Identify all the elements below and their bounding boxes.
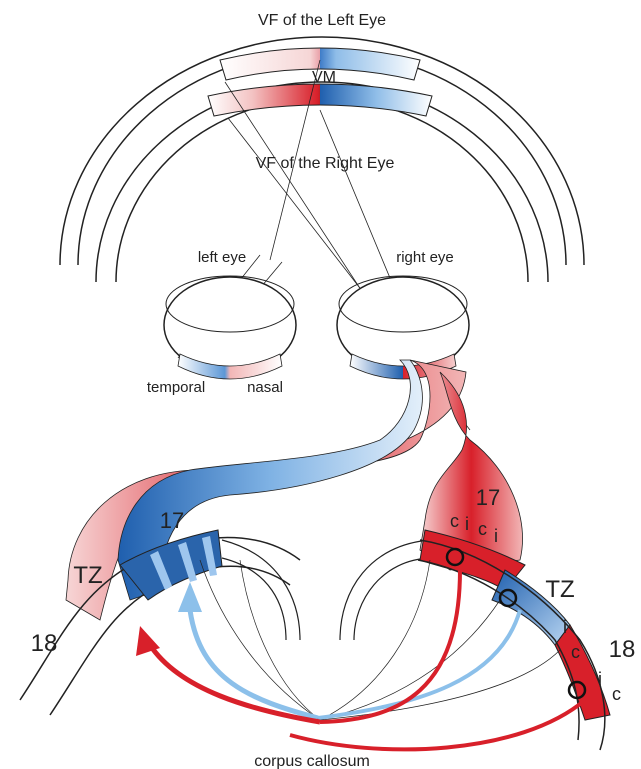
- col-letter-c2: c: [478, 519, 487, 539]
- left-eye-label: left eye: [198, 249, 246, 266]
- vf-left-eye-label: VF of the Left Eye: [258, 12, 386, 29]
- left-eye: [164, 276, 296, 379]
- col-letter-c1: c: [450, 511, 459, 531]
- area-17-left-label: 17: [160, 508, 184, 533]
- temporal-label: temporal: [147, 379, 205, 396]
- vf-right-outer-arc: [96, 82, 548, 282]
- col-letter-i3: i: [563, 617, 567, 637]
- vf-right-inner-arc: [116, 98, 528, 282]
- right-eye-label: right eye: [396, 249, 454, 266]
- left-cortex: [20, 530, 300, 715]
- red-callosal-from-18: [290, 700, 585, 749]
- right-cortex: [340, 530, 610, 750]
- col-letter-i4: i: [598, 669, 602, 689]
- blue-callosal-return: [318, 610, 520, 718]
- area-18-left-label: 18: [31, 630, 58, 657]
- nasal-label: nasal: [247, 379, 283, 396]
- col-letter-i2: i: [494, 526, 498, 546]
- blue-arrowhead: [178, 582, 202, 612]
- area-18-right-label: 18: [609, 636, 636, 663]
- corpus-callosum-label: corpus callosum: [254, 753, 370, 769]
- area-17-right-label: 17: [476, 485, 500, 510]
- col-letter-c3: c: [571, 642, 580, 662]
- col-letter-c4: c: [612, 684, 621, 704]
- tz-left-label: TZ: [73, 562, 102, 589]
- vf-right-eye-label: VF of the Right Eye: [256, 155, 395, 172]
- vertical-meridian-label: VM: [312, 69, 336, 86]
- vf-right-eye-colored-band: [208, 84, 432, 116]
- tz-right-label: TZ: [545, 576, 574, 603]
- red-callosal-from-17: [320, 570, 460, 722]
- col-letter-i1: i: [465, 514, 469, 534]
